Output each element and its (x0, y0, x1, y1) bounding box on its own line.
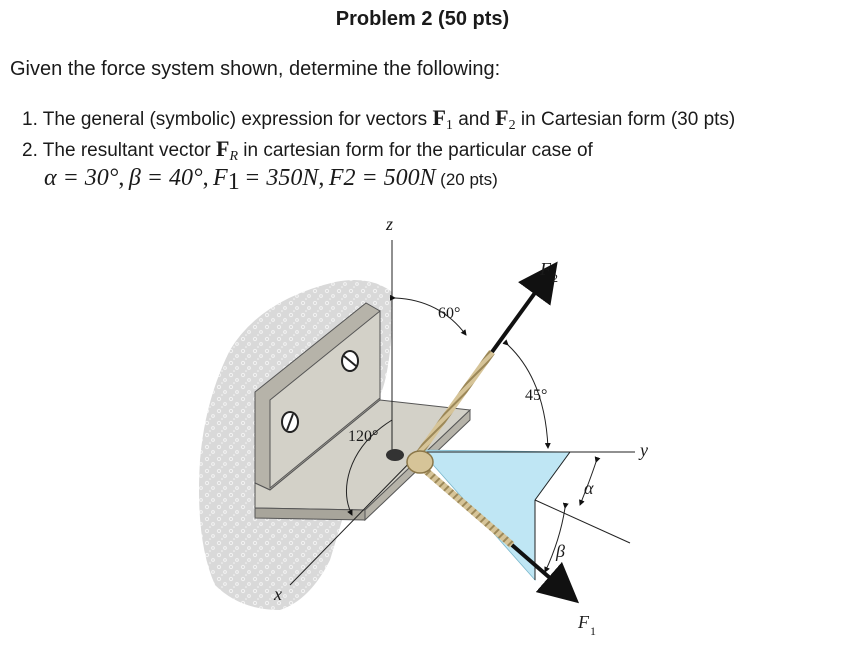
angle-45-label: 45° (525, 387, 547, 404)
subscript: 2 (508, 118, 516, 133)
f1-label: F (577, 612, 590, 632)
problem-title: Problem 2 (50 pts) (335, 8, 510, 30)
reference-line (534, 451, 571, 501)
angle-arc-beta (544, 502, 569, 573)
bolt-icon (341, 350, 359, 372)
problem-intro: Given the force system shown, determine … (10, 58, 501, 80)
given-values: α = 30°, β = 40°, F1 = 350N, F2 = 500N (… (44, 165, 498, 195)
ring-hole (386, 449, 404, 461)
force-arrow-f1 (510, 543, 580, 604)
reference-line (534, 499, 631, 544)
projection-plane (419, 449, 571, 582)
question-item-1: 1. The general (symbolic) expression for… (22, 105, 735, 134)
item-text-start: The general (symbolic) expression for ve… (42, 109, 428, 130)
subscript: 1 (227, 169, 240, 195)
bolt-icon (281, 411, 299, 433)
item-text-end: in Cartesian form (30 pts) (520, 109, 736, 130)
rope-f1 (422, 467, 515, 548)
question-item-2: 2. The resultant vector FR in cartesian … (22, 136, 593, 165)
angle-60-label: 60° (438, 305, 460, 322)
f2-value: F2 = 500N (328, 165, 436, 191)
rope-f2 (415, 349, 495, 458)
item-text-start: The resultant vector (42, 140, 211, 161)
f2-label: F (539, 259, 552, 279)
conjunction: and (458, 109, 490, 130)
beta-value: β = 40° (128, 165, 203, 191)
y-axis-label: y (638, 440, 648, 460)
z-axis-label: z (385, 214, 393, 234)
beta-label: β (555, 541, 565, 561)
item-text-end: in cartesian form for the particular cas… (243, 140, 593, 161)
alpha-value: α = 30° (44, 165, 119, 191)
subscript: 1 (445, 118, 453, 133)
f1-value: = 350N (244, 165, 319, 191)
f2-label-subscript: 2 (552, 271, 558, 285)
f1-label-subscript: 1 (590, 624, 596, 638)
bracket-plate-edge (254, 507, 366, 521)
vector-symbol: F (216, 136, 230, 161)
item-number: 2. (22, 140, 38, 161)
vector-symbol: F (432, 105, 446, 130)
vector-symbol: F (495, 105, 509, 130)
angle-120-label: 120° (348, 428, 378, 445)
angle-arc-45 (502, 339, 551, 449)
x-axis (289, 451, 421, 586)
angle-arc-alpha (579, 456, 601, 506)
angle-arc-60 (389, 294, 467, 336)
x-axis-label: x (273, 584, 282, 604)
angle-arc-120 (346, 419, 393, 516)
subscript: R (229, 149, 239, 164)
alpha-label: α (584, 478, 594, 498)
rope-knot (406, 450, 434, 474)
force-arrow-f2 (490, 261, 558, 354)
f1-symbol: F (213, 165, 228, 191)
points-label: (20 pts) (440, 170, 498, 189)
item-number: 1. (22, 109, 38, 130)
